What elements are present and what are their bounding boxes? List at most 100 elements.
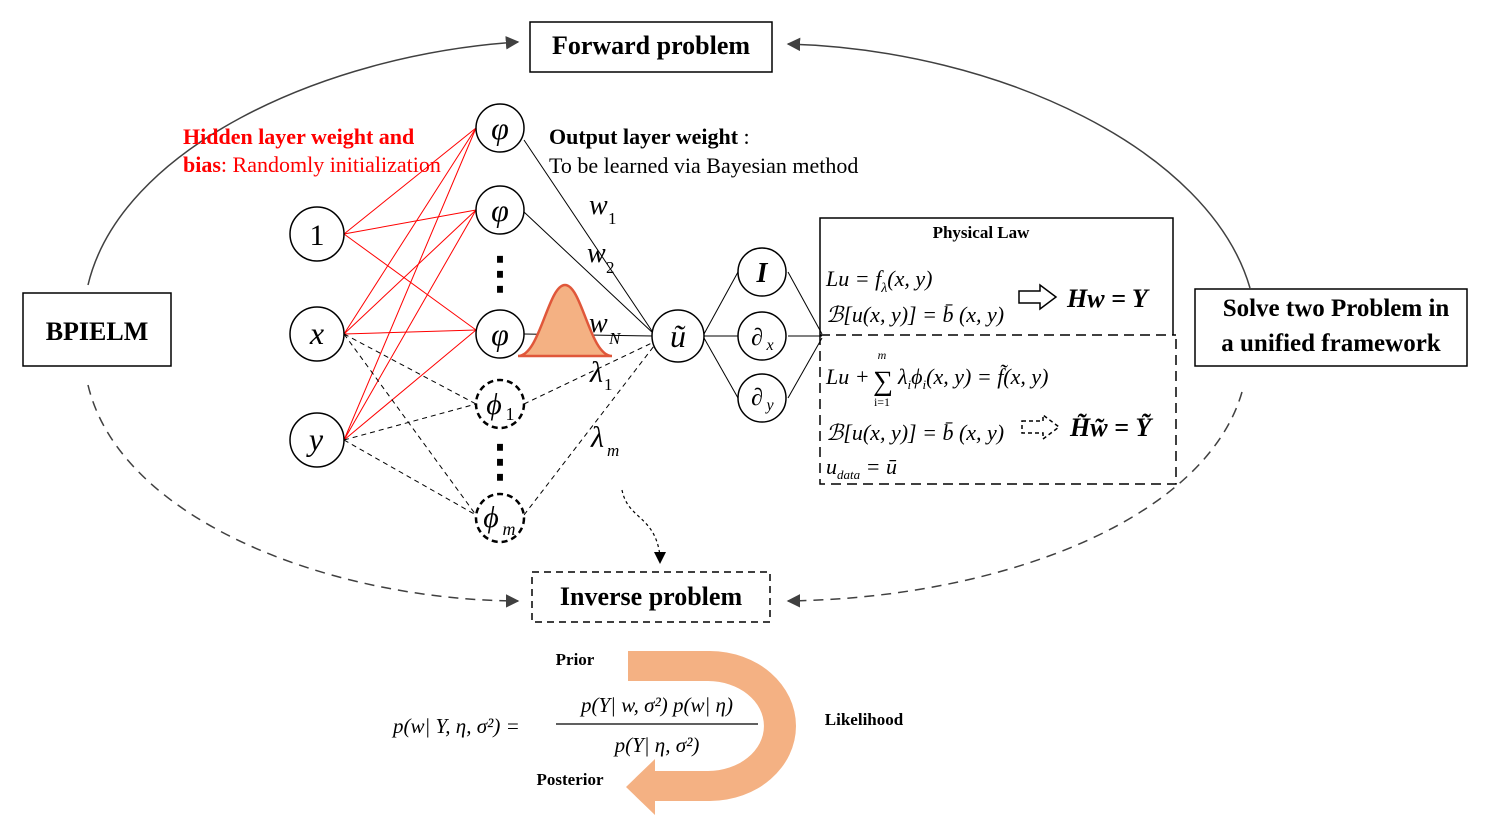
lambda-to-inverse-arrowhead [654, 552, 666, 564]
u-tilde-label: ũ [670, 318, 686, 354]
phi-2-label: φ [491, 192, 509, 228]
inverse-law-eq1-right: λiϕi(x, y) = f̃(x, y) [897, 364, 1049, 392]
inverse-law-sum-top: m [878, 348, 887, 362]
inverse-problem-box [531, 571, 771, 623]
vdots-hidden-2: ⋮ [478, 437, 522, 486]
dy-sub: y [764, 397, 774, 414]
forward-problem-box [529, 21, 773, 73]
input-y-label: y [306, 421, 324, 457]
inverse-law-sum-bottom: i=1 [874, 395, 890, 409]
bayes-numerator: p(Y| w, σ²) p(w| η) [579, 693, 733, 717]
extra-node-phi1 [474, 378, 526, 430]
bayes-likelihood: Likelihood [825, 710, 904, 729]
il-u: u [826, 454, 837, 479]
output-layer-colon: : [738, 124, 750, 149]
operator-dy [737, 373, 787, 423]
pl-eq1-a: Lu = f [825, 266, 884, 291]
il-u-sub: data [837, 467, 861, 482]
il-phi-sub: i [923, 377, 927, 392]
il-u-rest: = ū [860, 454, 897, 479]
solve-label-line1: Solve two Problem in [1223, 295, 1450, 322]
il-rest: (x, y) = f̃(x, y) [926, 364, 1048, 389]
wN-sub: N [608, 329, 622, 348]
operator-links [703, 271, 823, 399]
arc-top-left [87, 36, 520, 286]
dx-label: ∂ [751, 325, 763, 351]
il-lambda: λ [897, 364, 908, 389]
bayes-lhs: p(w| Y, η, σ²) = [391, 714, 520, 738]
phi1-base: ϕ [486, 388, 502, 421]
arc-bottom-right [786, 391, 1243, 608]
bpielm-label: BPIELM [46, 317, 149, 346]
forward-result: Hw = Y [1066, 284, 1150, 313]
phi-1-label: φ [491, 110, 509, 146]
physical-law-title: Physical Law [933, 223, 1031, 242]
hidden-layer-bias: bias [183, 152, 221, 177]
input-node-one [289, 206, 345, 262]
wN-base: w [589, 308, 608, 339]
solve-box [1194, 288, 1468, 367]
operator-dx [737, 311, 787, 361]
pl-eq1-rest: (x, y) [887, 266, 932, 291]
phi1-sub: 1 [506, 404, 515, 424]
lambda1-base: λ [589, 356, 603, 389]
hidden-weights-red [343, 127, 477, 441]
solve-label-line2: a unified framework [1221, 330, 1441, 357]
inverse-law-sum: ∑ [873, 366, 893, 397]
forward-problem-label: Forward problem [552, 31, 750, 60]
bayes-prior: Prior [556, 650, 595, 669]
dx-sub: x [765, 337, 773, 354]
lambdam-sub: m [607, 441, 619, 460]
inverse-law-box-dashed [819, 335, 1177, 485]
phim-sub: m [503, 519, 516, 539]
input-node-x [289, 306, 345, 362]
w1-base: w [589, 190, 608, 221]
bayes-posterior: Posterior [536, 770, 603, 789]
il-phi: ϕ [911, 364, 922, 389]
output-layer-caption-1: Output layer weight : [549, 124, 750, 149]
phi-n-label: φ [491, 316, 509, 352]
lambda-weights-dashed [523, 341, 655, 516]
input-x-label: x [309, 315, 324, 351]
identity-label: I [756, 258, 769, 289]
inverse-law-eq2: ℬ[u(x, y)] = b̄ (x, y) [826, 420, 1004, 445]
inverse-result: H̃w̃ = Ỹ [1069, 413, 1153, 442]
w2-sub: 2 [606, 258, 615, 277]
physical-law-box-solid [819, 217, 1174, 335]
gaussian-distribution [517, 283, 613, 358]
output-layer-caption-2: To be learned via Bayesian method [549, 153, 858, 178]
output-layer-bold: Output layer weight [549, 124, 739, 149]
dy-label: ∂ [751, 385, 763, 411]
hidden-layer-caption-2: bias: Randomly initialization [183, 152, 441, 177]
hidden-node-phi-2 [475, 185, 525, 235]
vdots-hidden-1: ⋮ [478, 249, 522, 298]
input-one-label: 1 [310, 219, 325, 252]
output-node-u [651, 309, 705, 363]
bayes-loop-arrow [626, 651, 796, 815]
arc-bottom-left [87, 384, 520, 608]
lambdam-base: λ [590, 421, 604, 454]
pl-eq1-sub: λ [880, 281, 887, 296]
forward-result-arrow [1018, 283, 1058, 311]
il-lambda-sub: i [908, 377, 912, 392]
physical-law-eq1: Lu = fλ(x, y) [825, 266, 932, 296]
inverse-law-eq1-left: Lu + [825, 364, 870, 389]
hidden-layer-rest: : Randomly initialization [221, 152, 441, 177]
w2-base: w [587, 238, 606, 269]
input-node-y [289, 412, 345, 468]
hidden-node-phi-n [475, 309, 525, 359]
physical-law-eq2: ℬ[u(x, y)] = b̄ (x, y) [826, 302, 1004, 327]
inverse-problem-label: Inverse problem [560, 582, 743, 611]
hidden-layer-caption-1: Hidden layer weight and [183, 124, 414, 149]
arc-top-right [786, 37, 1251, 289]
phim-base: ϕ [483, 501, 499, 534]
lambda-to-inverse-arrow [621, 489, 661, 557]
operator-identity [737, 247, 787, 297]
extra-node-phim [474, 492, 526, 544]
hidden-node-phi-1 [475, 103, 525, 153]
inverse-result-arrow [1021, 413, 1061, 441]
lambda1-sub: 1 [604, 375, 613, 394]
inverse-law-eq3: udata = ū [826, 454, 897, 482]
w1-sub: 1 [608, 209, 617, 228]
